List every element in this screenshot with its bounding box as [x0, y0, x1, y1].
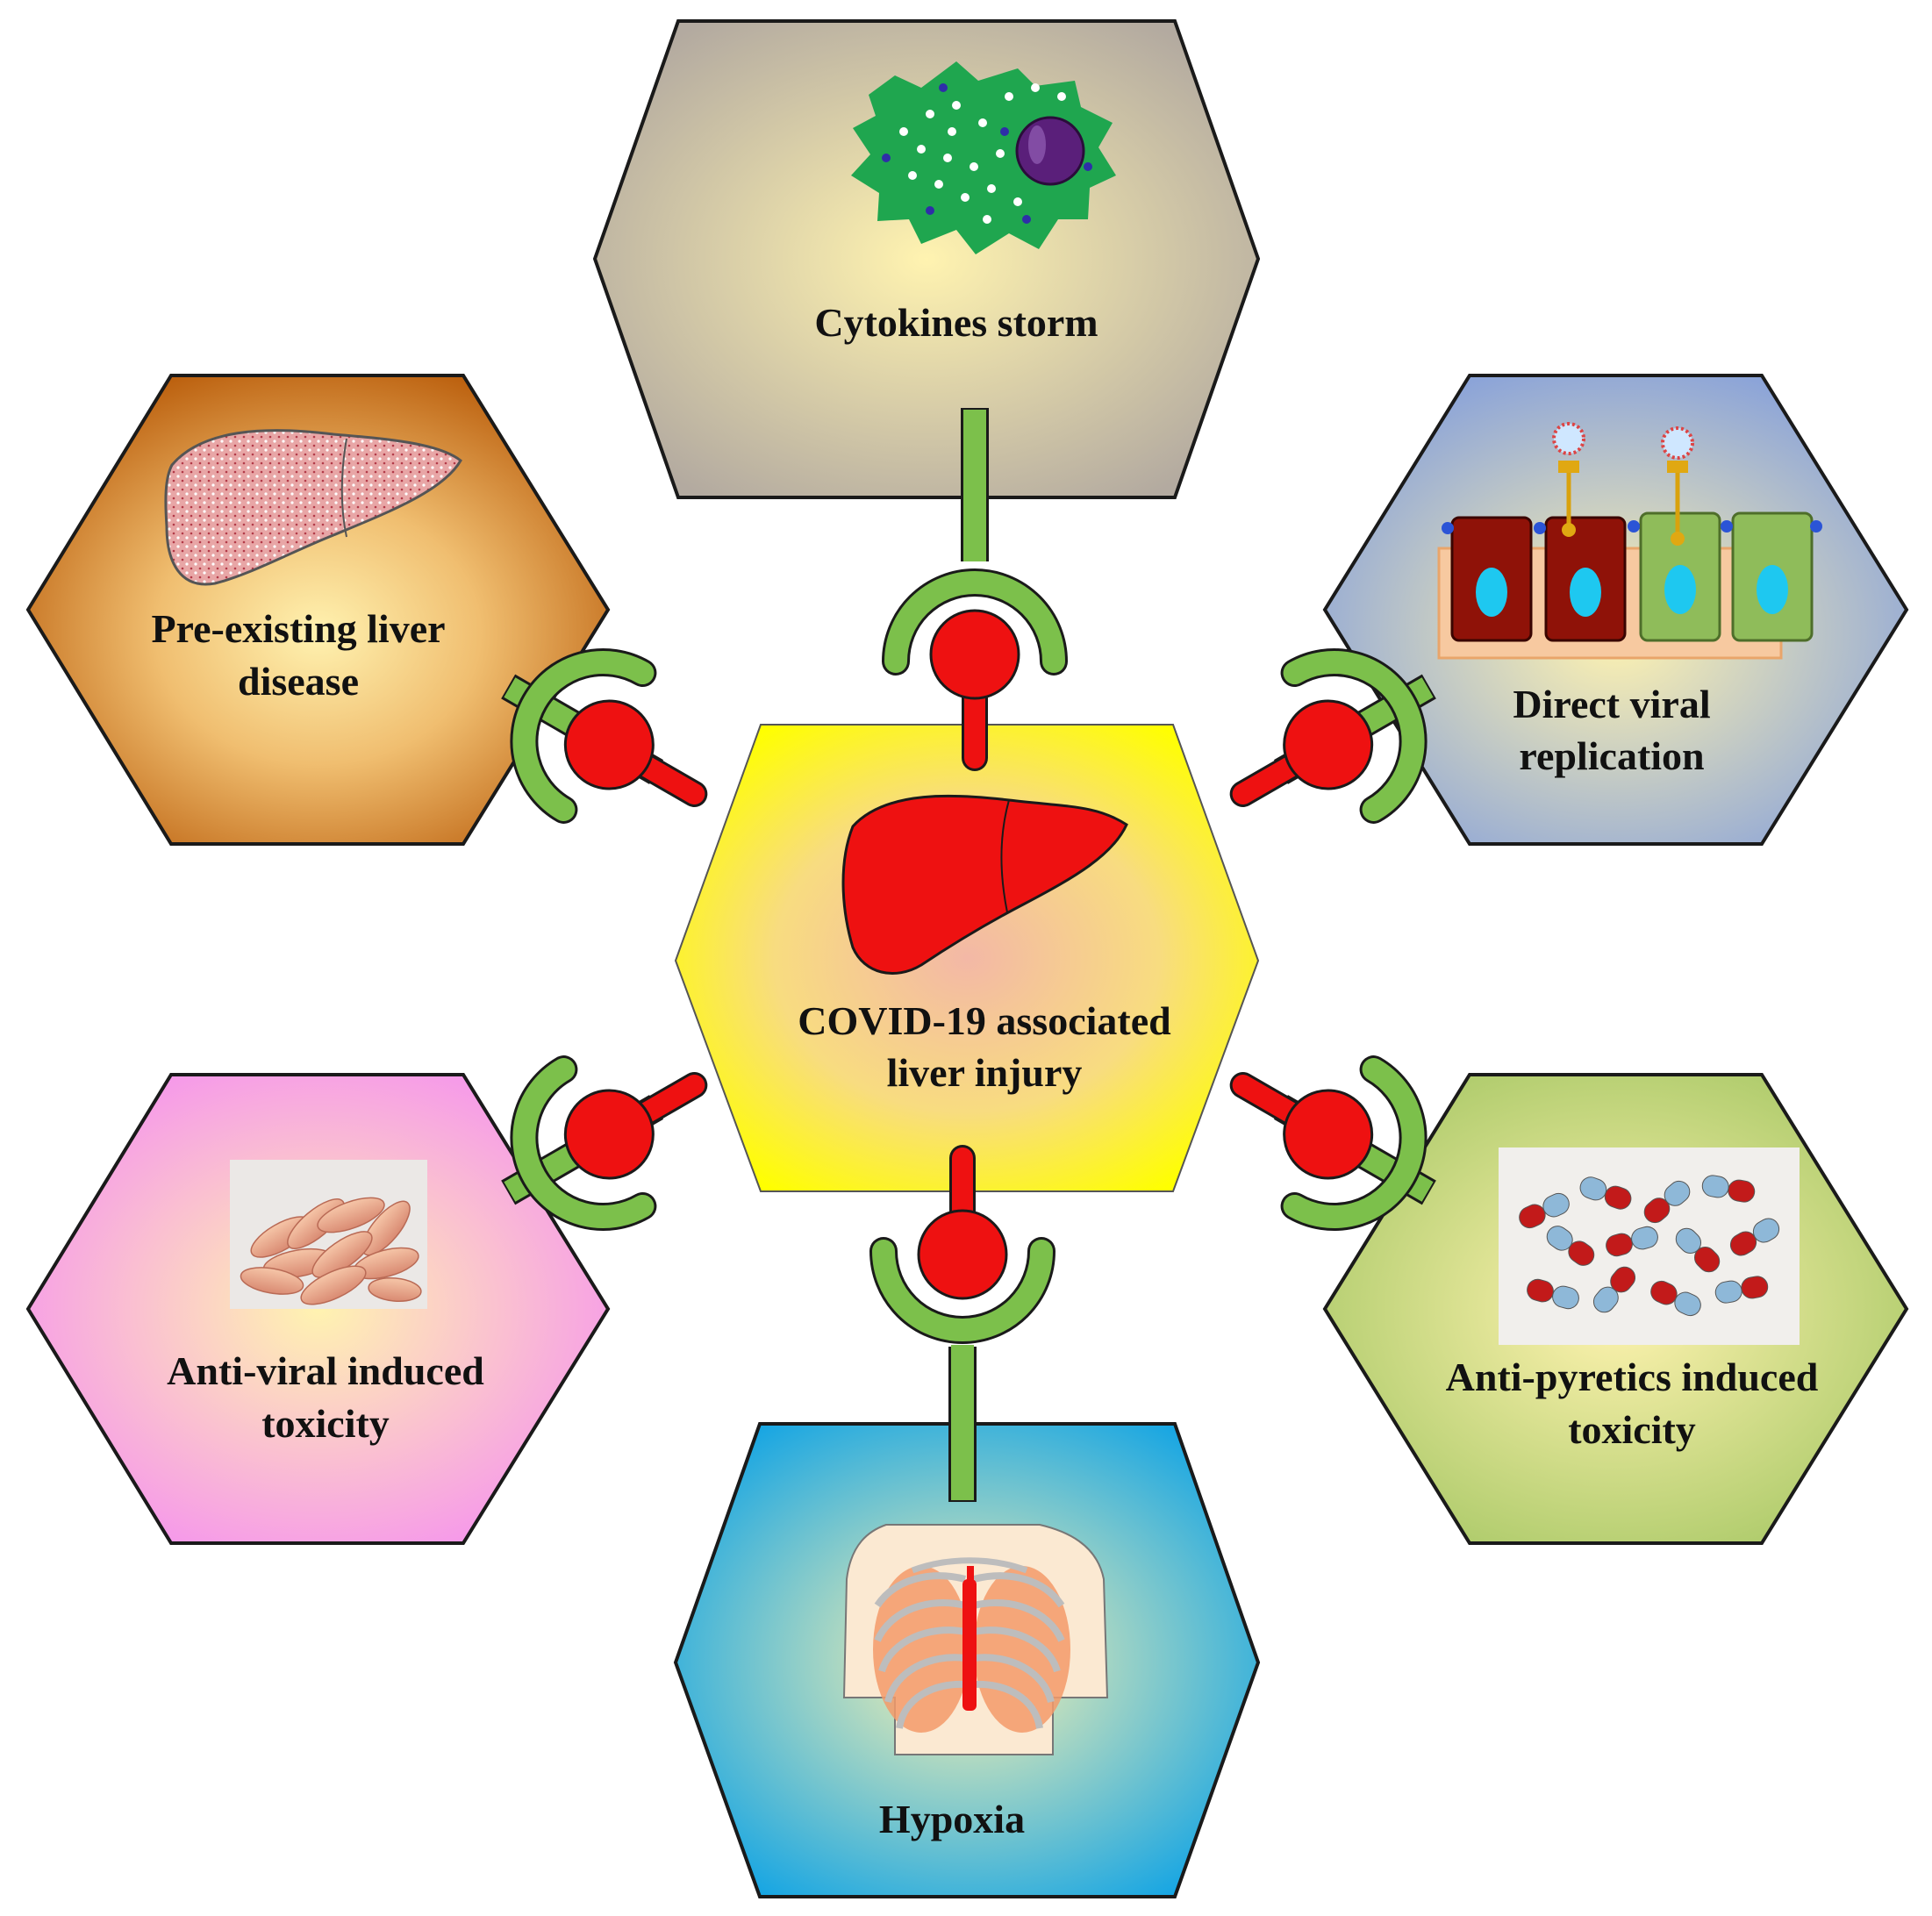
diseased-liver-icon	[164, 429, 462, 586]
connector-preexisting	[501, 648, 708, 824]
label-preexisting-line2: disease	[238, 659, 359, 704]
liver-icon	[841, 794, 1128, 976]
tablets-icon	[230, 1160, 427, 1309]
capsules-icon	[1499, 1147, 1800, 1345]
connector-cytokines	[882, 408, 1068, 771]
connector-antipyretic	[1229, 1055, 1436, 1231]
hexagon-center-liver-injury	[674, 724, 1260, 1192]
label-center-line1: COVID-19 associated	[798, 998, 1171, 1043]
label-antipyretic-line2: toxicity	[1568, 1407, 1696, 1452]
cytokine-cell-icon	[851, 61, 1116, 254]
label-antiviral-line1: Anti-viral induced	[167, 1348, 484, 1393]
label-antiviral-line2: toxicity	[261, 1401, 390, 1446]
label-center-line2: liver injury	[887, 1050, 1083, 1095]
connector-hypoxia	[869, 1145, 1055, 1502]
ribcage-lungs-icon	[842, 1524, 1109, 1755]
label-cytokines-storm: Cytokines storm	[814, 300, 1098, 345]
connector-antiviral	[501, 1055, 708, 1231]
label-antipyretic-line1: Anti-pyretics induced	[1446, 1355, 1819, 1399]
label-preexisting-line1: Pre-existing liver	[151, 606, 445, 651]
label-hypoxia: Hypoxia	[879, 1797, 1025, 1841]
connector-viral	[1229, 648, 1436, 824]
label-viral-line1: Direct viral	[1513, 682, 1710, 726]
virus-receptor-cells-icon	[1437, 422, 1822, 660]
label-viral-line2: replication	[1519, 733, 1704, 778]
